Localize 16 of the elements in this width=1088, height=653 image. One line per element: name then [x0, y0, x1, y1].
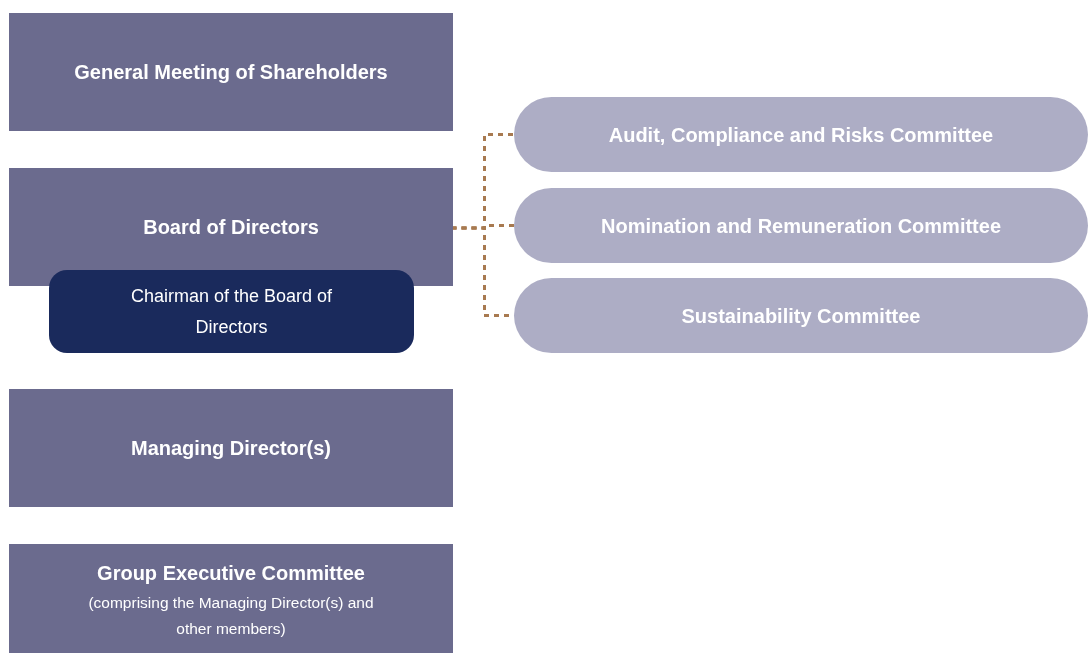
- box-title: Chairman of the Board of Directors: [129, 284, 334, 339]
- committee-pill: [514, 97, 1088, 172]
- committee-pill: [514, 278, 1088, 353]
- box-title: Managing Director(s): [131, 436, 331, 461]
- chairman-box: [49, 270, 414, 353]
- box-title: Sustainability Committee: [681, 303, 921, 329]
- box-title: General Meeting of Shareholders: [74, 60, 388, 85]
- committee-pill: [514, 188, 1088, 263]
- box-title: Nomination and Remuneration Committee: [601, 213, 1001, 239]
- box-title: Board of Directors: [143, 215, 319, 240]
- box-subtitle: (comprising the Managing Director(s) and other members): [87, 592, 375, 639]
- box-title: Group Executive Committee: [97, 560, 365, 586]
- org-box: [9, 13, 453, 131]
- box-title: Audit, Compliance and Risks Committee: [608, 122, 994, 148]
- org-box: [9, 544, 453, 653]
- org-box: [9, 389, 453, 507]
